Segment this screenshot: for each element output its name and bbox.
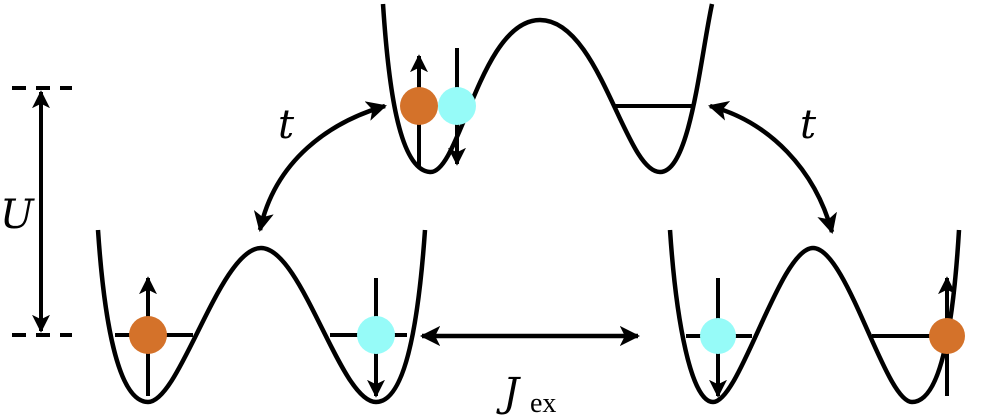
bottom-left-potential-curve bbox=[95, 229, 428, 405]
spin-up-particle bbox=[129, 316, 167, 354]
top-potential-curve bbox=[380, 3, 715, 175]
top-double-well bbox=[380, 3, 715, 175]
t-label-right: t bbox=[800, 102, 817, 148]
U-label: U bbox=[0, 192, 35, 238]
spin-down-particle bbox=[700, 318, 736, 354]
bottom-left-double-well bbox=[95, 229, 428, 405]
exchange-arrow: J ex bbox=[419, 325, 641, 415]
ex-subscript: ex bbox=[530, 388, 556, 415]
left-t-arrow bbox=[253, 101, 387, 232]
spin-up-particle bbox=[400, 87, 438, 125]
tunneling-arrow-right: t bbox=[708, 100, 837, 234]
t-label-left: t bbox=[278, 102, 295, 148]
spin-down-particle bbox=[438, 87, 476, 125]
J-label: J bbox=[496, 370, 521, 415]
bottom-right-double-well bbox=[667, 229, 965, 405]
spin-down-particle bbox=[357, 316, 395, 354]
bottom-right-potential-curve bbox=[667, 229, 962, 405]
right-t-arrow bbox=[708, 100, 837, 234]
energy-scale-U: U bbox=[0, 86, 72, 337]
tunneling-arrow-left: t bbox=[253, 101, 387, 232]
spin-up-particle bbox=[929, 318, 965, 354]
